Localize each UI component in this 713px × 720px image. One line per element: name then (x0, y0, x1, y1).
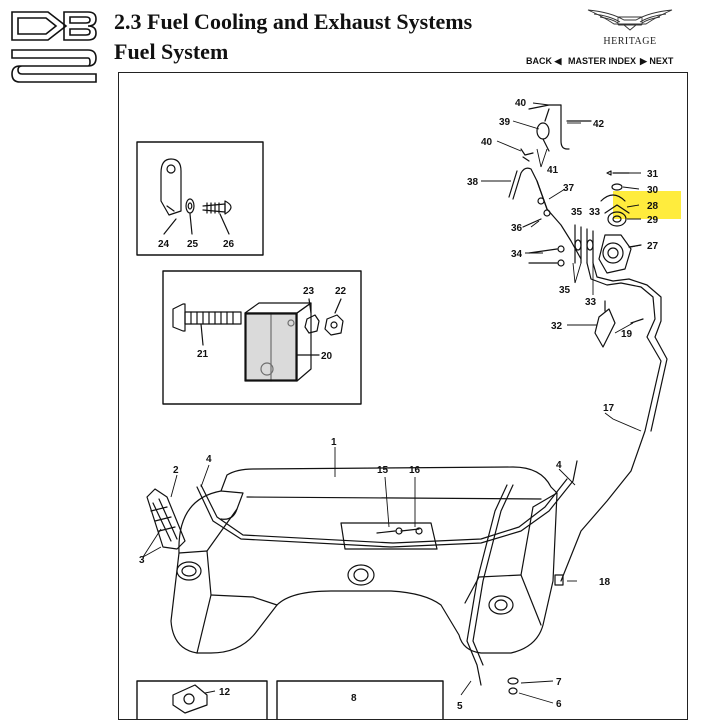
callout-23: 23 (303, 286, 315, 297)
callout-7: 7 (556, 677, 562, 688)
callout-40-mid: 40 (481, 137, 493, 148)
callout-16: 16 (409, 465, 421, 476)
callout-42: 42 (593, 119, 605, 130)
callout-12: 12 (219, 687, 231, 698)
callout-25: 25 (187, 239, 199, 250)
callout-32: 32 (551, 321, 563, 332)
dbs-logo (11, 11, 97, 83)
callout-33-top: 33 (589, 207, 601, 218)
callout-19: 19 (621, 329, 633, 340)
callout-41: 41 (547, 165, 559, 176)
master-index-link[interactable]: MASTER INDEX (568, 56, 637, 66)
callout-5: 5 (457, 701, 463, 712)
callout-33-bottom: 33 (585, 297, 597, 308)
diagram-frame: 40 39 40 41 42 38 37 36 31 30 28 29 27 3… (118, 72, 688, 720)
callout-3: 3 (139, 555, 145, 566)
callout-29: 29 (647, 215, 659, 226)
callout-38: 38 (467, 177, 479, 188)
callout-1: 1 (331, 437, 337, 448)
callout-6: 6 (556, 699, 562, 710)
callout-22: 22 (335, 286, 347, 297)
callout-15: 15 (377, 465, 389, 476)
page-subtitle: Fuel System (114, 39, 229, 64)
callout-labels: 40 39 40 41 42 38 37 36 31 30 28 29 27 3… (139, 98, 659, 712)
callout-27: 27 (647, 241, 659, 252)
callout-2: 2 (173, 465, 179, 476)
inset-clip-parts (136, 141, 264, 256)
callout-28: 28 (647, 201, 659, 212)
callout-35-top: 35 (571, 207, 583, 218)
callout-8: 8 (351, 693, 357, 704)
callout-24: 24 (158, 239, 170, 250)
callout-34: 34 (511, 249, 523, 260)
callout-36: 36 (511, 223, 523, 234)
callout-37: 37 (563, 183, 575, 194)
callout-4-left: 4 (206, 454, 212, 465)
callout-35-bottom: 35 (559, 285, 571, 296)
inset-sender (276, 680, 444, 719)
inset-block-parts (162, 270, 362, 405)
callout-31: 31 (647, 169, 659, 180)
callout-40-top: 40 (515, 98, 527, 109)
callout-20: 20 (321, 351, 333, 362)
callout-26: 26 (223, 239, 235, 250)
next-link[interactable]: ▶ NEXT (640, 56, 674, 66)
callout-18: 18 (599, 577, 611, 588)
back-link[interactable]: BACK ◀ (526, 56, 562, 66)
fuel-system-diagram: 40 39 40 41 42 38 37 36 31 30 28 29 27 3… (136, 98, 681, 719)
callout-39: 39 (499, 117, 511, 128)
inset-gasket (136, 680, 268, 719)
brand-label: HERITAGE (603, 36, 657, 47)
aston-martin-wings-logo (587, 9, 673, 31)
callout-21: 21 (197, 349, 209, 360)
callout-4-right: 4 (556, 460, 562, 471)
callout-17: 17 (603, 403, 615, 414)
callout-30: 30 (647, 185, 659, 196)
page-title: 2.3 Fuel Cooling and Exhaust Systems (114, 9, 473, 34)
